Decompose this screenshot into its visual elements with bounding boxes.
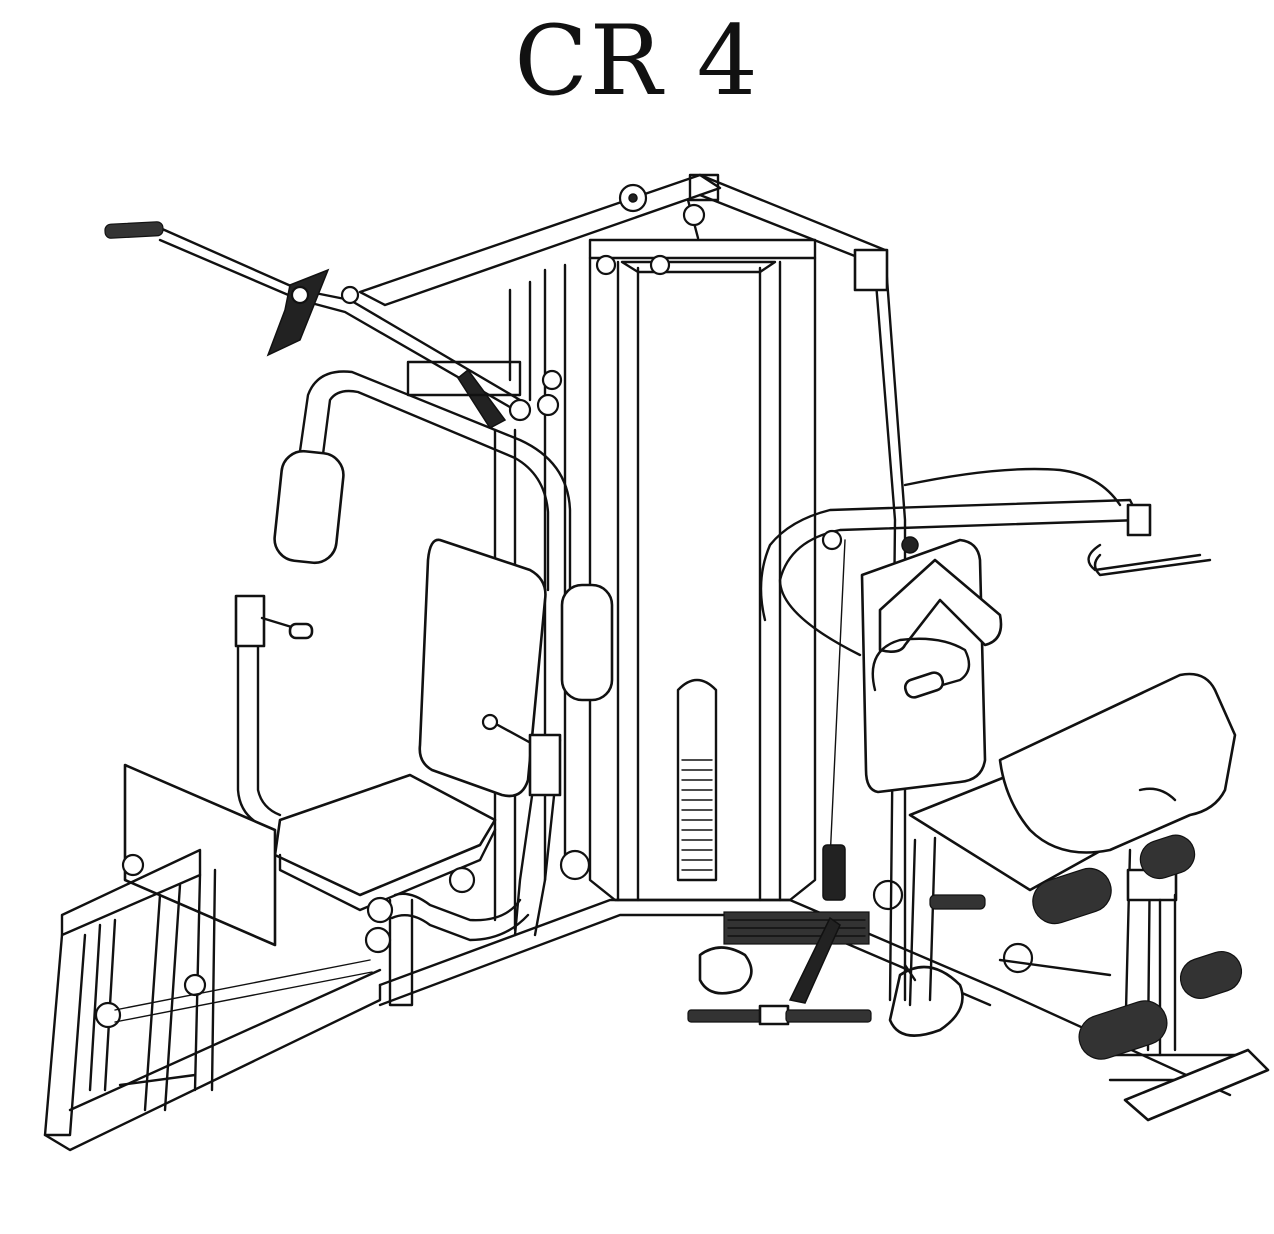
right-upright — [759, 248, 1212, 1002]
pulley-icon — [559, 849, 591, 881]
pec-deck-arm — [273, 370, 614, 702]
pulley-icon — [94, 1001, 122, 1029]
left-bench — [273, 538, 547, 912]
chain-icon — [266, 268, 330, 357]
foam-roller-icon — [1139, 834, 1196, 880]
triangle-handle — [878, 558, 1003, 653]
right-bench — [860, 538, 1122, 892]
leg-press — [43, 763, 382, 1152]
pulley-icon — [649, 254, 671, 276]
grip-icon — [104, 221, 164, 239]
cable-attachments — [687, 539, 964, 1037]
arm-pad — [273, 449, 345, 565]
pulley-icon — [595, 254, 617, 276]
left-press-frame — [234, 594, 562, 1007]
chain-icon — [788, 916, 841, 1004]
pulley-icon — [183, 973, 207, 997]
rope-bar-grip — [785, 1009, 872, 1023]
cable-clip-icon — [822, 844, 846, 901]
foam-roller-icon — [1032, 867, 1112, 925]
foam-roller-icon — [1179, 951, 1243, 999]
weight-stack-tower — [588, 254, 817, 902]
base-frame — [364, 849, 1232, 1097]
arm-pad — [560, 583, 614, 702]
base-plate — [1123, 1048, 1270, 1122]
leg-extension — [908, 672, 1270, 1122]
bench-pad — [998, 672, 1237, 854]
ankle-strap-icon — [698, 946, 753, 995]
pulley-icon — [872, 879, 904, 911]
top-pulley-icon — [682, 203, 706, 227]
pulley-icon — [1002, 942, 1034, 974]
diagram-title: CR 4 — [514, 5, 760, 117]
weight-plates — [681, 759, 713, 871]
handle-icon — [888, 965, 964, 1037]
back-pad — [418, 538, 547, 798]
lat-pulldown-bar — [104, 221, 532, 429]
foam-roller-icon — [1078, 1000, 1168, 1060]
